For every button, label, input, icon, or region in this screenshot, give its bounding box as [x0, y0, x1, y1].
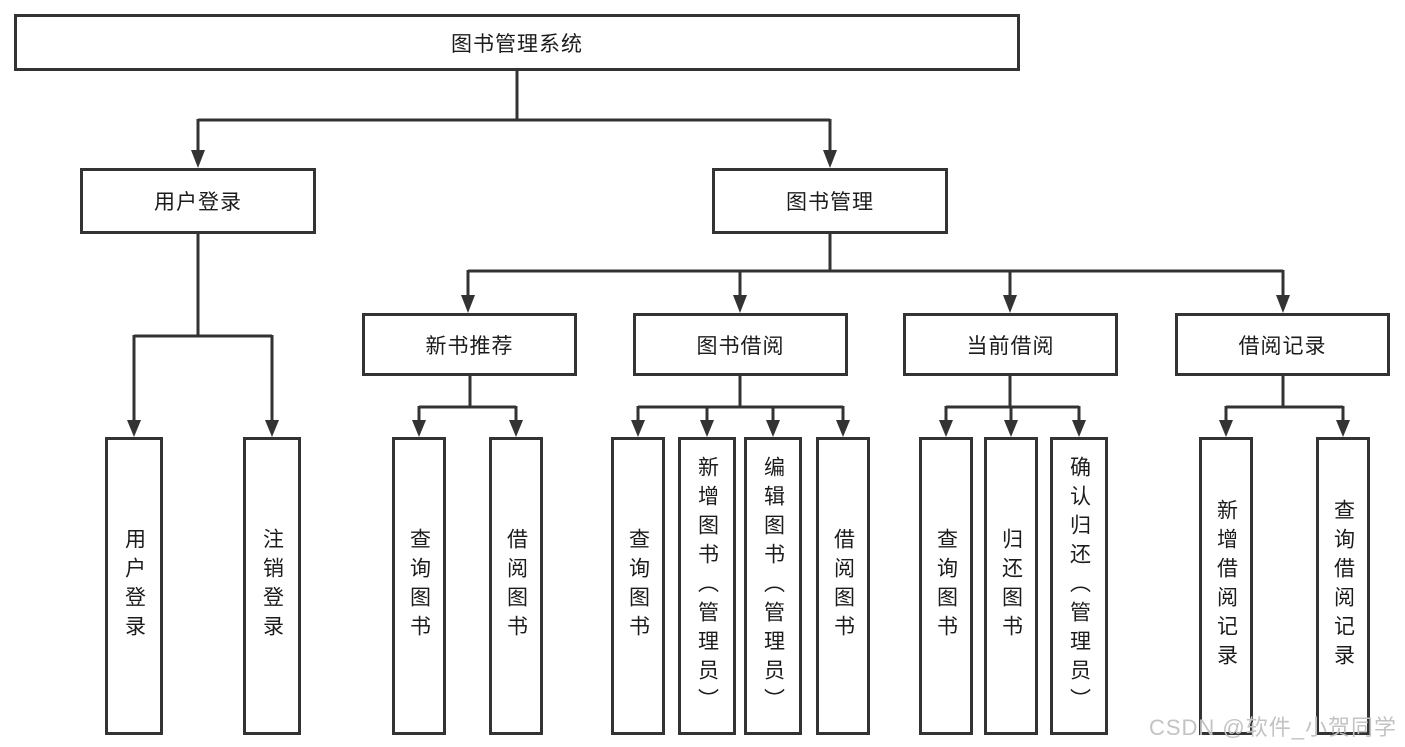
csdn-watermark: CSDN @软件_小贺同学	[1148, 715, 1397, 740]
node-library-management-system: 图书管理系统	[14, 14, 1020, 71]
leaf-add-books-admin: 新增图书（管理员）	[678, 437, 736, 735]
leaf-return-books: 归还图书	[984, 437, 1038, 735]
leaf-borrow-books: 借阅图书	[489, 437, 543, 735]
node-book-management: 图书管理	[712, 168, 948, 234]
leaf-borrow-books: 借阅图书	[816, 437, 870, 735]
node-user-login: 用户登录	[80, 168, 316, 234]
leaf-query-borrow-record: 查询借阅记录	[1316, 437, 1370, 735]
leaf-query-books: 查询图书	[919, 437, 973, 735]
node-current-borrowing: 当前借阅	[903, 313, 1118, 376]
leaf-logout: 注销登录	[243, 437, 301, 735]
leaf-confirm-return-admin: 确认归还（管理员）	[1050, 437, 1108, 735]
leaf-user-login: 用户登录	[105, 437, 163, 735]
node-book-borrowing: 图书借阅	[633, 313, 848, 376]
leaf-add-borrow-record: 新增借阅记录	[1199, 437, 1253, 735]
leaf-edit-books-admin: 编辑图书（管理员）	[744, 437, 802, 735]
node-new-book-recommendation: 新书推荐	[362, 313, 577, 376]
leaf-query-books: 查询图书	[611, 437, 665, 735]
leaf-query-books: 查询图书	[392, 437, 446, 735]
node-borrowing-records: 借阅记录	[1175, 313, 1390, 376]
